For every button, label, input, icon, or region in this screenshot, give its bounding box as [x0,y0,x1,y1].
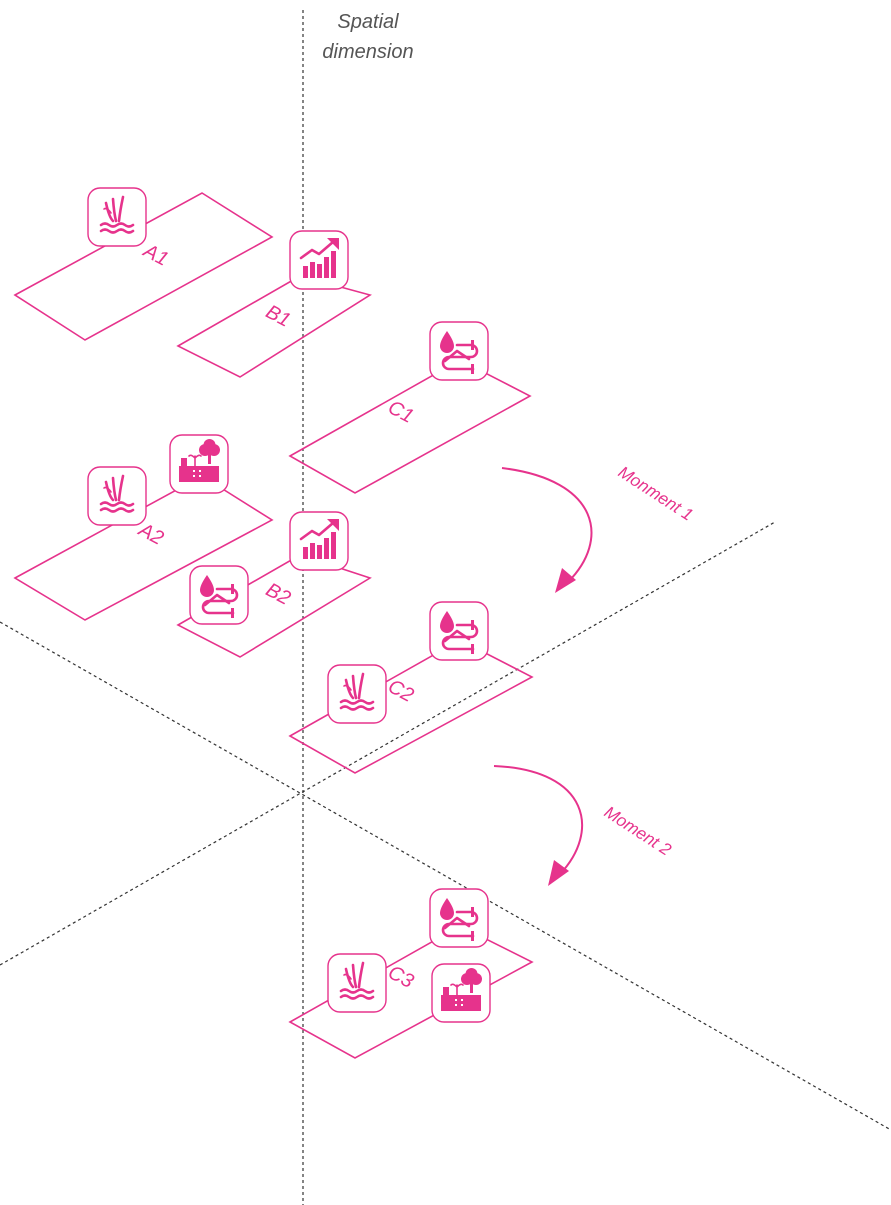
label-C1: C1 [384,396,417,427]
water-pipe-icon [189,565,249,625]
wetland-reeds-icon [327,664,387,724]
arrow-moment-2 [493,765,583,875]
growth-chart-icon [289,230,349,290]
plane-B1 [176,275,372,378]
plane-C1 [288,359,532,494]
time-axis-moment-1 [0,521,776,966]
arrowhead-moment-2-icon [548,860,569,886]
diagonal-axis [0,621,891,1131]
wetland-reeds-icon [327,953,387,1013]
arrow-moment-1 [501,467,593,583]
wetland-reeds-icon [87,466,147,526]
growth-chart-icon [289,511,349,571]
farm-trees-icon [431,963,491,1023]
water-pipe-icon [429,601,489,661]
arrowhead-moment-1-icon [555,568,576,593]
moment-1-label: Monment 1 [615,462,697,524]
axis-title-line1: Spatial [337,11,399,33]
water-pipe-icon [429,888,489,948]
label-A1: A1 [139,239,172,270]
label-B1: B1 [262,301,294,332]
moment-2-label: Moment 2 [601,802,675,859]
wetland-reeds-icon [87,187,147,247]
axis-title-line2: dimension [322,41,413,63]
label-B2: B2 [262,579,294,610]
farm-trees-icon [169,434,229,494]
plane-B2 [176,554,372,658]
plane-C3 [288,925,534,1059]
water-pipe-icon [429,321,489,381]
plane-C2 [288,639,534,774]
